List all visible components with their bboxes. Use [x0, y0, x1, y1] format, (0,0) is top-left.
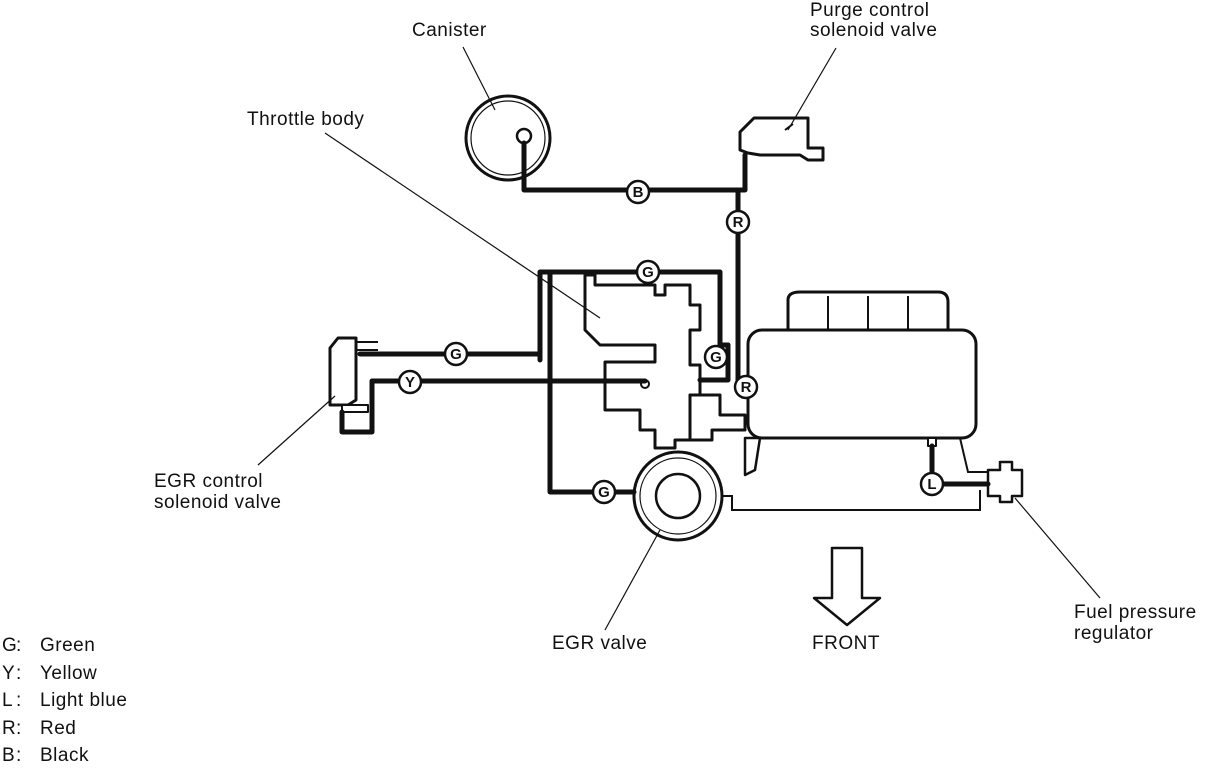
hose-tag-light-blue: L [919, 471, 945, 497]
svg-text:L: L [927, 476, 936, 493]
hose-tag-red-upper: R [725, 209, 751, 235]
hose-tag-green-left: G [443, 341, 469, 367]
legend-row-light-blue: L:Light blue [2, 690, 128, 711]
hose-tag-black: B [625, 179, 651, 205]
hose-tag-green-middle: G [703, 344, 729, 370]
svg-text:G: G [642, 264, 654, 281]
hose-tag-green-top: G [635, 259, 661, 285]
svg-text:G: G [598, 484, 610, 501]
throttle-body-component [583, 273, 747, 450]
legend-row-green: G:Green [2, 635, 96, 656]
egr-solenoid-label-line1: EGR control [154, 471, 263, 492]
legend-row-red: R:Red [2, 717, 77, 739]
hose-tag-yellow: Y [397, 369, 423, 395]
svg-text:B: B [633, 184, 644, 201]
svg-text:Y: Y [405, 374, 415, 391]
hose-tag-red-lower: R [733, 374, 759, 400]
front-arrow-icon [812, 546, 882, 627]
throttle-body-label: Throttle body [247, 109, 365, 130]
legend-row-yellow: Y:Yellow [2, 662, 98, 684]
egr-valve-label: EGR valve [552, 633, 648, 654]
egr-valve-component [632, 450, 981, 542]
engine-component [743, 290, 990, 477]
purge-solenoid-label-line2: solenoid valve [810, 20, 938, 41]
legend-row-black: B:Black [2, 745, 89, 766]
color-legend: G:Green Y:Yellow L:Light blue R:Red B:Bl… [2, 632, 127, 770]
leader-lines [257, 46, 1101, 631]
fuel-regulator-component [986, 460, 1024, 504]
egr-solenoid-component [328, 336, 378, 413]
purge-solenoid-component [738, 116, 825, 162]
svg-text:R: R [733, 214, 744, 231]
svg-text:R: R [741, 379, 752, 396]
fuel-regulator-label-line2: regulator [1074, 623, 1154, 644]
egr-solenoid-label-line2: solenoid valve [154, 492, 282, 513]
canister-component [464, 94, 552, 182]
svg-text:G: G [450, 346, 462, 363]
fuel-regulator-label-line1: Fuel pressure [1074, 602, 1197, 623]
svg-text:G: G [710, 349, 722, 366]
front-label: FRONT [812, 633, 880, 654]
purge-solenoid-label-line1: Purge control [810, 0, 930, 21]
canister-label: Canister [412, 20, 487, 41]
hose-tag-green-bottom: G [591, 479, 617, 505]
